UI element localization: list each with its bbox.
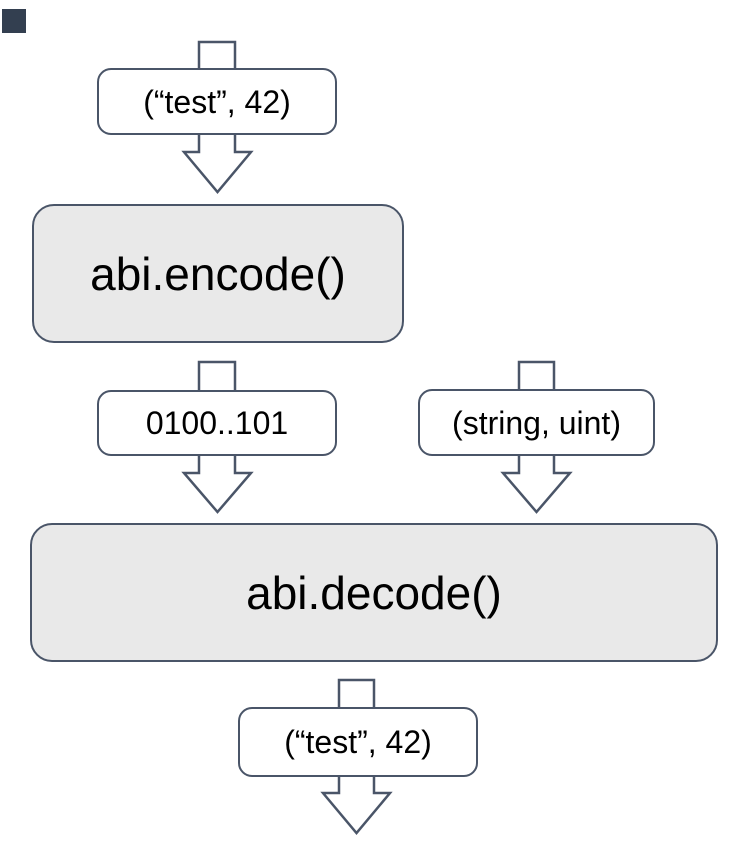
corner-marker [2, 9, 26, 33]
node-abi-decode: abi.decode() [30, 523, 718, 662]
node-encoded-bytes: 0100..101 [97, 390, 337, 456]
node-types-tuple: (string, uint) [418, 389, 655, 456]
node-input-tuple: (“test”, 42) [97, 68, 337, 135]
node-abi-encode: abi.encode() [32, 204, 404, 343]
node-output-tuple: (“test”, 42) [238, 707, 478, 777]
